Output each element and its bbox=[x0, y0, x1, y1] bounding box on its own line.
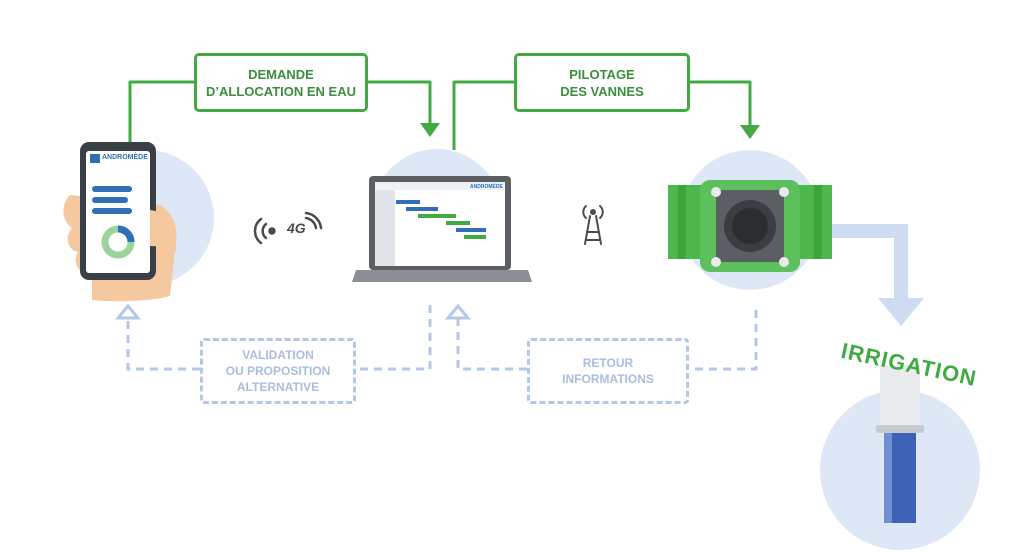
pilotage-flow-line bbox=[452, 80, 752, 150]
antenna-icon bbox=[582, 205, 604, 245]
validation-label-line1: VALIDATION bbox=[242, 348, 314, 362]
phone-logo: ANDROMÈDE bbox=[102, 154, 148, 161]
demande-label-line2: D’ALLOCATION EN EAU bbox=[206, 83, 356, 99]
demande-label-line1: DEMANDE bbox=[248, 66, 314, 82]
retour-box: RETOUR INFORMATIONS bbox=[527, 338, 689, 404]
demande-box: DEMANDE D’ALLOCATION EN EAU bbox=[194, 53, 368, 112]
retour-label-line2: INFORMATIONS bbox=[562, 372, 654, 386]
retour-label-line1: RETOUR bbox=[582, 356, 634, 370]
pilotage-arrow-icon bbox=[740, 125, 760, 139]
wifi-signal-icon bbox=[253, 211, 323, 245]
validation-arrow-icon bbox=[114, 303, 142, 320]
pilotage-label-line2: DES VANNES bbox=[560, 83, 644, 99]
validation-box: VALIDATION OU PROPOSITION ALTERNATIVE bbox=[200, 338, 356, 404]
validation-label-line2: OU PROPOSITION bbox=[225, 364, 331, 378]
pilotage-label-line1: PILOTAGE bbox=[569, 66, 635, 82]
irrigation-pipe-illustration bbox=[876, 365, 924, 523]
irrigation-arrow-icon bbox=[830, 224, 924, 326]
laptop-logo: ANDROMÈDE bbox=[470, 184, 503, 190]
pilotage-box: PILOTAGE DES VANNES bbox=[514, 53, 690, 112]
valve-illustration bbox=[668, 180, 832, 272]
phone-illustration bbox=[63, 142, 177, 302]
retour-arrow-icon bbox=[444, 303, 472, 320]
validation-flow-line bbox=[126, 305, 432, 371]
demande-arrow-icon bbox=[420, 123, 440, 137]
laptop-illustration bbox=[352, 176, 532, 282]
network-label: 4G bbox=[287, 220, 306, 236]
demande-flow-line bbox=[128, 80, 432, 150]
retour-flow-line bbox=[456, 310, 758, 371]
validation-label-line3: ALTERNATIVE bbox=[236, 380, 320, 394]
